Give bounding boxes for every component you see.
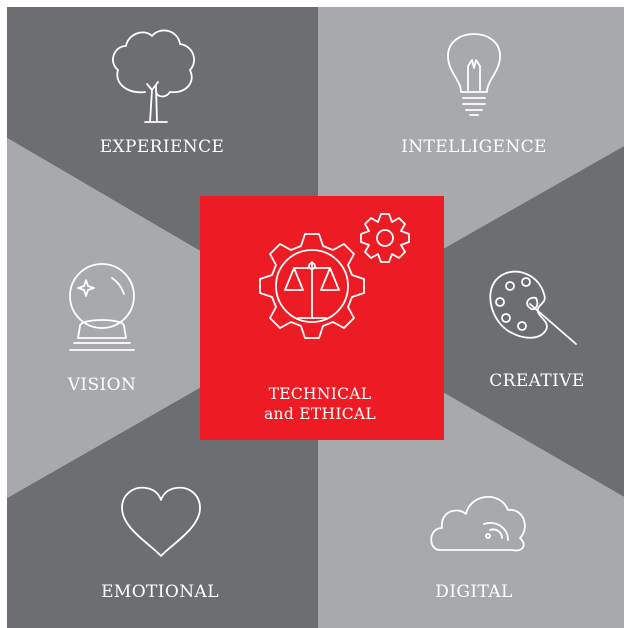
heart-icon [121,486,201,557]
crystal-ball-icon [69,263,135,351]
lightbulb-icon [447,33,501,116]
label-vision: VISION [67,375,137,395]
sector-vision [7,138,318,498]
label-intelligence: INTELLIGENCE [401,137,547,157]
cloud-icon [430,495,526,552]
center-title-line1: TECHNICAL [268,385,372,403]
label-creative: CREATIVE [489,371,585,391]
palette-icon [489,270,577,345]
gear-scales-icon [259,213,410,339]
label-experience: EXPERIENCE [99,137,225,157]
label-digital: DIGITAL [435,582,513,602]
center-title: TECHNICAL and ETHICAL [264,384,376,424]
tree-icon [112,29,195,123]
sector-creative [318,146,624,497]
label-emotional: EMOTIONAL [101,582,219,602]
center-title-line2: and ETHICAL [263,405,377,423]
